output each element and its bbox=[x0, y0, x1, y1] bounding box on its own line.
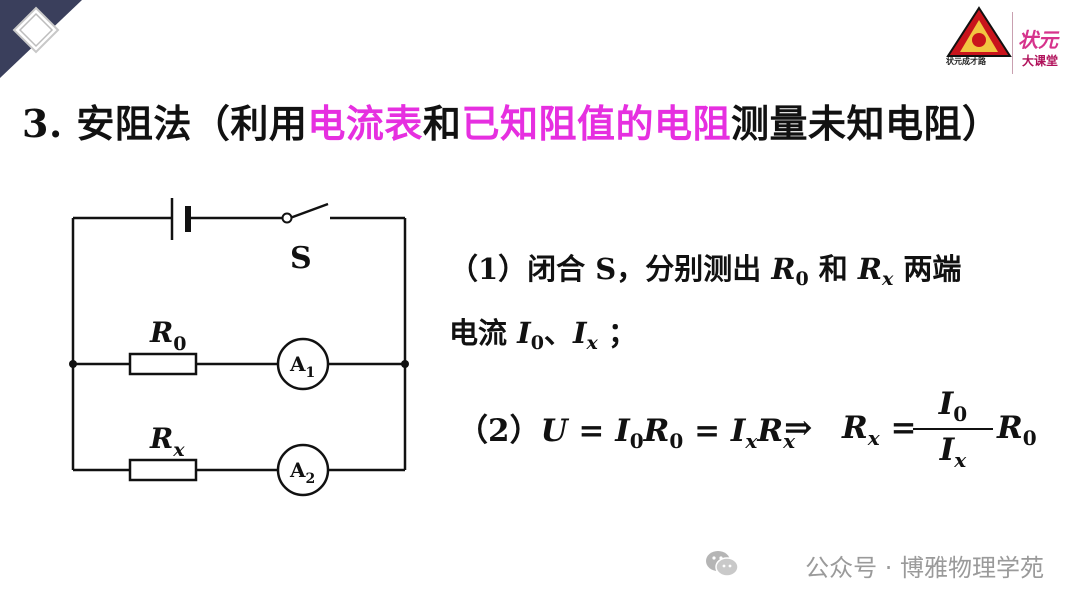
watermark-text: 公众号 · 博雅物理学苑 bbox=[805, 554, 1044, 582]
a2-label: A2 bbox=[289, 458, 315, 487]
logo-emblem-icon bbox=[946, 6, 1012, 57]
wechat-icon bbox=[706, 551, 739, 577]
logo-brand-bottom: 大课堂 bbox=[1022, 54, 1059, 68]
corner-diamond-icon bbox=[0, 0, 82, 78]
fraction-bar bbox=[913, 428, 993, 430]
junction-left bbox=[69, 360, 77, 368]
rx-result-lhs: Rx = bbox=[842, 410, 917, 450]
junction-right bbox=[401, 360, 409, 368]
title-part-3: 测量未知电阻） bbox=[730, 102, 1001, 146]
current-ratio-fraction: I0 Ix bbox=[913, 386, 993, 472]
logo-brand-top: 状元 bbox=[1018, 28, 1058, 52]
brand-logo: 状元成才路 状元 大课堂 bbox=[944, 6, 1072, 78]
rx-label: Rx bbox=[149, 422, 185, 461]
r0-factor: R0 bbox=[997, 410, 1037, 450]
implies-arrow: ⇒ bbox=[784, 408, 813, 448]
step2-formula: （2）U = I0R0 = IxRx bbox=[457, 413, 796, 453]
fraction-denominator: Ix bbox=[939, 432, 967, 472]
r0-label: R0 bbox=[149, 316, 187, 355]
title-part-2: 和 bbox=[422, 102, 462, 146]
step1-line2: 电流 I0、Ix ； bbox=[449, 316, 637, 354]
switch-contact bbox=[281, 212, 293, 224]
switch-lever bbox=[289, 202, 329, 220]
a1-label: A1 bbox=[289, 352, 315, 381]
title-number: 3. bbox=[22, 101, 63, 146]
fraction-numerator: I0 bbox=[938, 386, 968, 426]
title-part-1: 安阻法（利用 bbox=[62, 102, 308, 146]
title-highlight-ammeter: 电流表 bbox=[307, 102, 423, 146]
resistor-r0 bbox=[128, 352, 198, 376]
resistor-rx bbox=[128, 458, 198, 482]
logo-caption: 状元成才路 bbox=[946, 57, 986, 66]
step1-line1: （1）闭合 S，分别测出 R0 和 Rx 两端 bbox=[449, 252, 962, 290]
switch-label: S bbox=[290, 241, 312, 276]
title-highlight-known-resistor: 已知阻值的电阻 bbox=[461, 102, 731, 146]
ammeter-a2 bbox=[276, 443, 330, 497]
ammeter-a1 bbox=[276, 337, 330, 391]
page-title: 3. 安阻法（利用电流表和已知阻值的电阻测量未知电阻） bbox=[22, 93, 1000, 148]
